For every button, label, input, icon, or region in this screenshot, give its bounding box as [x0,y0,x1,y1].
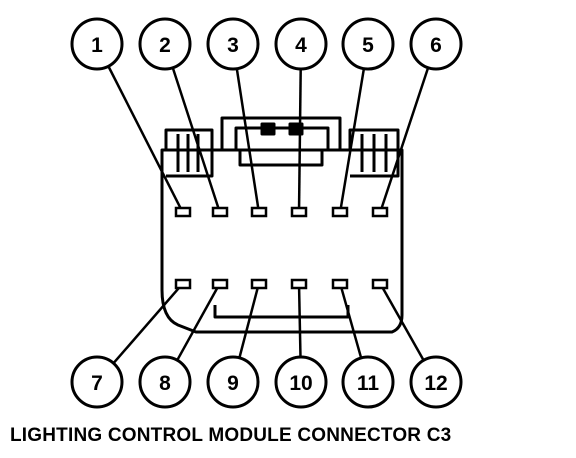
pin-number-1: 1 [91,34,103,57]
pin-number-8: 8 [159,372,171,395]
pin-callout-circle-10 [274,355,328,409]
pin-cavity-6 [371,206,389,218]
pin-cavity-10 [290,278,308,290]
pin-callout-circle-11 [341,355,395,409]
pin-callout-circle-5 [341,17,395,71]
pin-cavities [174,206,389,290]
pin-callout-circle-3 [206,17,260,71]
pin-callout-circle-6 [409,17,463,71]
pin-callout-circle-9 [206,355,260,409]
leader-line-7 [112,286,180,365]
pin-callout-circle-8 [138,355,192,409]
leader-line-6 [380,67,430,208]
leader-line-3 [235,68,260,208]
pin-number-12: 12 [424,372,447,395]
pin-cavity-7 [174,278,192,290]
leader-line-9 [238,288,259,359]
pin-cavity-9 [250,278,268,290]
pin-number-11: 11 [357,372,380,395]
pin-callout-circle-2 [138,17,192,71]
connector-body [160,116,404,334]
leader-line-2 [171,67,220,208]
leader-line-12 [381,287,425,361]
pin-cavity-8 [211,278,229,290]
pin-number-5: 5 [362,34,374,57]
pin-number-7: 7 [91,372,103,395]
leader-line-11 [340,288,363,359]
pin-callout-circle-4 [274,17,328,71]
leader-line-1 [107,65,182,209]
pin-number-2: 2 [159,34,171,57]
leader-line-5 [339,68,366,208]
pin-number-6: 6 [430,34,442,57]
leader-line-8 [176,287,219,361]
pin-cavity-11 [331,278,349,290]
pin-cavity-1 [174,206,192,218]
pin-callout-circle-7 [70,355,124,409]
pin-callout-circle-12 [409,355,463,409]
leader-lines [107,65,430,365]
pin-number-3: 3 [227,34,239,57]
pin-number-4: 4 [295,34,307,57]
diagram-caption: LIGHTING CONTROL MODULE CONNECTOR C3 [10,425,452,446]
pin-cavity-3 [250,206,268,218]
leader-line-10 [297,288,302,358]
pin-number-10: 10 [289,372,312,395]
pin-number-9: 9 [227,372,239,395]
pin-cavity-2 [211,206,229,218]
pin-callout-circle-1 [70,17,124,71]
pin-cavity-5 [331,206,349,218]
pin-cavity-12 [371,278,389,290]
pin-cavity-4 [290,206,308,218]
leader-line-4 [297,68,302,208]
